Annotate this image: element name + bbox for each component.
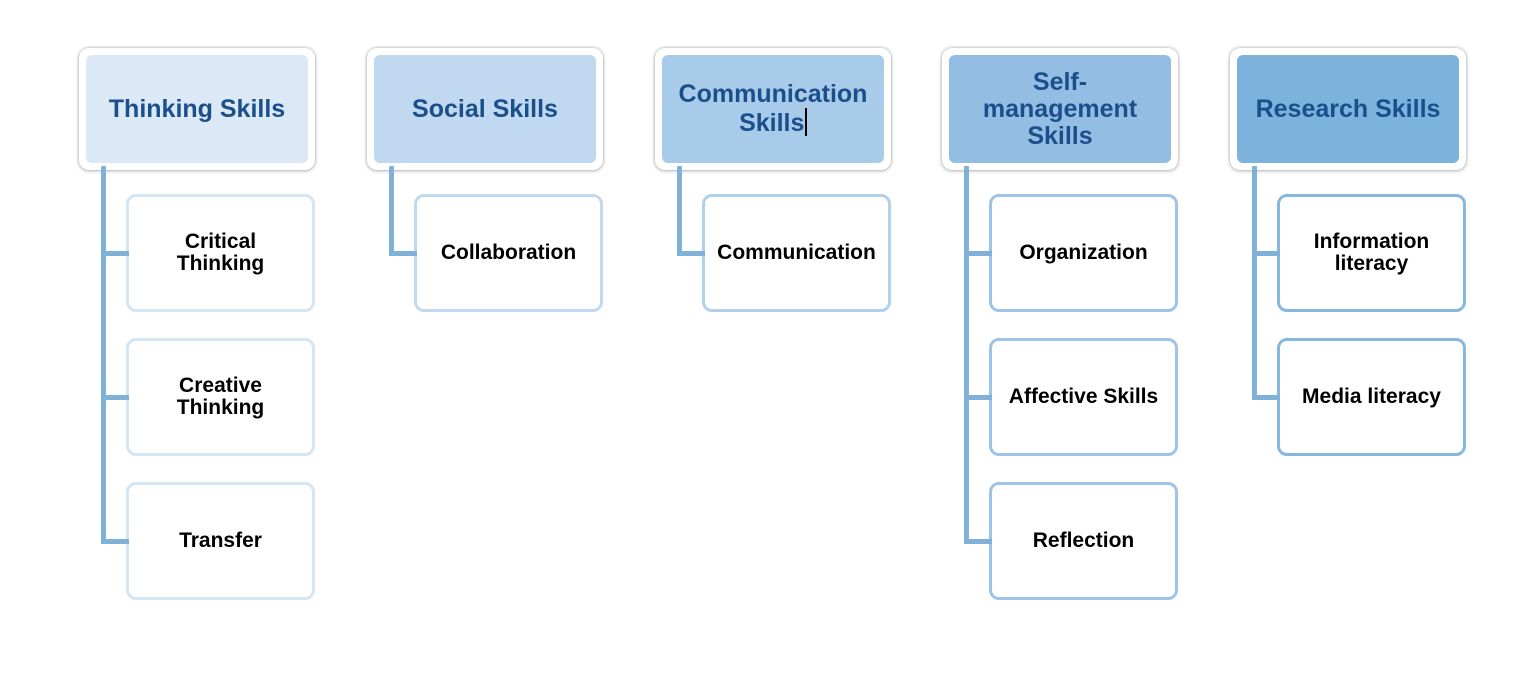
child-label: Affective Skills [1008,385,1159,408]
group-thinking-skills: Thinking Skills Critical Thinking Creati… [79,0,319,682]
group-title: Communication Skills [668,81,878,137]
group-connector-line [677,166,682,256]
group-header[interactable]: Research Skills [1230,48,1466,170]
group-header[interactable]: Self-management Skills [942,48,1178,170]
group-title: Social Skills [412,94,558,123]
child-node[interactable]: Transfer [126,482,315,600]
child-node[interactable]: Critical Thinking [126,194,315,312]
child-label: Communication [717,241,876,264]
branch-connector-line [389,251,417,256]
branch-connector-line [1252,251,1280,256]
text-cursor [805,108,807,136]
group-header[interactable]: Thinking Skills [79,48,315,170]
group-title: Thinking Skills [108,94,286,123]
child-node[interactable]: Communication [702,194,891,312]
group-research-skills: Research Skills Information literacy Med… [1230,0,1470,682]
child-label: Media literacy [1302,385,1441,408]
group-header-fill: Thinking Skills [86,55,308,163]
group-connector-line [101,166,106,544]
child-node[interactable]: Reflection [989,482,1178,600]
child-label: Collaboration [440,241,577,264]
child-label: Reflection [1032,529,1135,552]
group-communication-skills: Communication Skills Communication [655,0,895,682]
child-label: Critical Thinking [176,230,265,275]
group-self-management-skills: Self-management Skills Organization Affe… [942,0,1182,682]
group-header[interactable]: Communication Skills [655,48,891,170]
branch-connector-line [964,251,992,256]
group-connector-line [964,166,969,544]
group-header-fill: Self-management Skills [949,55,1171,163]
branch-connector-line [1252,395,1280,400]
child-label: Transfer [179,529,262,552]
branch-connector-line [677,251,705,256]
child-node[interactable]: Affective Skills [989,338,1178,456]
group-header-fill: Communication Skills [662,55,884,163]
child-label: Information literacy [1313,230,1430,275]
group-social-skills: Social Skills Collaboration [367,0,607,682]
child-node[interactable]: Information literacy [1277,194,1466,312]
child-node[interactable]: Collaboration [414,194,603,312]
child-label: Organization [1019,241,1148,264]
child-node[interactable]: Media literacy [1277,338,1466,456]
child-label: Creative Thinking [176,374,265,419]
group-connector-line [1252,166,1257,400]
group-header-fill: Social Skills [374,55,596,163]
group-connector-line [389,166,394,256]
group-title: Self-management Skills [982,67,1138,150]
group-header[interactable]: Social Skills [367,48,603,170]
branch-connector-line [964,395,992,400]
child-node[interactable]: Organization [989,194,1178,312]
branch-connector-line [101,539,129,544]
group-title-text: Communication Skills [678,80,868,137]
branch-connector-line [101,395,129,400]
child-node[interactable]: Creative Thinking [126,338,315,456]
branch-connector-line [101,251,129,256]
branch-connector-line [964,539,992,544]
group-header-fill: Research Skills [1237,55,1459,163]
group-title: Research Skills [1255,94,1441,123]
